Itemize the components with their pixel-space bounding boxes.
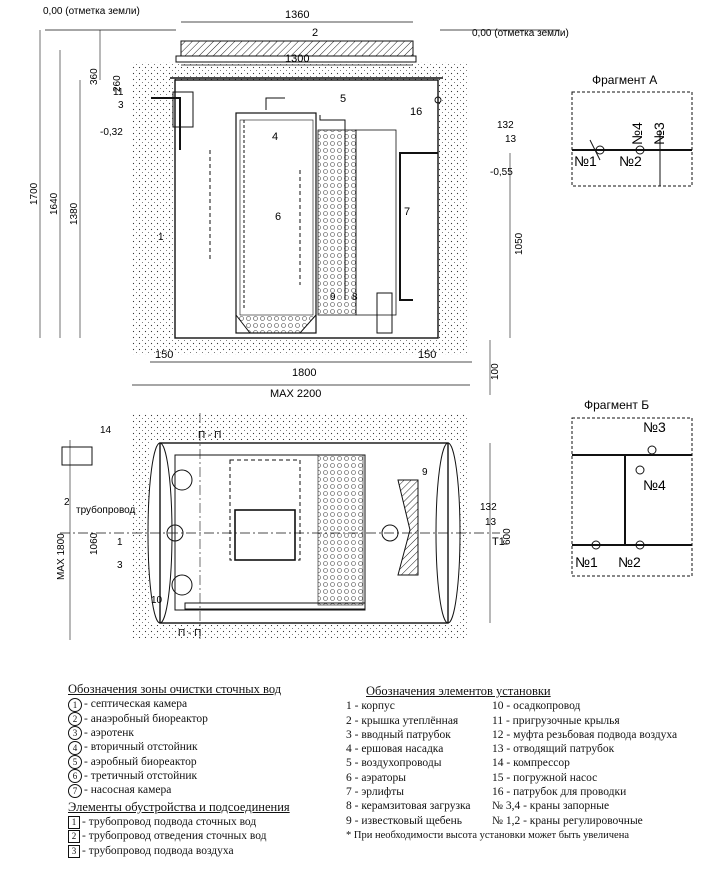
dim-1380: 1380 (69, 202, 80, 225)
zone-item: 1- септическая камера (68, 697, 328, 712)
connection-item: 2- трубопровод отведения сточных вод (68, 829, 328, 844)
element-item: 9 - известковый щебень (346, 814, 463, 827)
plan-t1: Т1 (492, 536, 505, 548)
label-16: 16 (410, 106, 422, 118)
footnote: * При необходимости высота установки мож… (346, 829, 629, 841)
label-13: 13 (505, 134, 517, 145)
element-item: 3 - вводный патрубок (346, 728, 451, 741)
fragment-b (571, 417, 693, 577)
element-item: № 3,4 - краны запорные (492, 800, 610, 813)
frag-a-n1: №1 (574, 153, 597, 169)
element-item: 6 - аэраторы (346, 771, 407, 784)
plan-label-1: 1 (117, 537, 123, 548)
connection-item: 1- трубопровод подвода сточных вод (68, 815, 328, 829)
dim-1300: 1300 (285, 53, 309, 65)
elements-legend-title: Обозначения элементов установки (366, 684, 551, 698)
plan-section-bottom: П - П (178, 628, 201, 639)
elements-col-1: 1 - корпус 2 - крышка утеплённая 3 - вво… (346, 699, 484, 828)
tank-body (174, 79, 439, 339)
element-item: 12 - муфта резьбовая подвода воздуха (492, 728, 678, 741)
element-item: 2 - крышка утеплённая (346, 714, 459, 727)
plan-max1800: MAX 1800 (56, 533, 67, 580)
plan-label-14: 14 (100, 425, 112, 436)
plan-dim-600: 600 (502, 528, 513, 545)
plan-view (60, 413, 500, 640)
dim-360: 360 (89, 68, 100, 85)
plan-label-3: 3 (117, 560, 123, 571)
frag-a-n3: №3 (651, 122, 667, 145)
technical-drawing: 0,00 (отметка земли) 0,00 (отметка земли… (29, 6, 693, 640)
element-item: 8 - керамзитовая загрузка (346, 800, 471, 813)
frag-a-n4: №4 (629, 122, 645, 145)
mark-032: -0,32 (100, 127, 123, 138)
fragment-a-title: Фрагмент А (592, 73, 657, 87)
frag-a-n2: №2 (619, 153, 642, 169)
dim-max2200: MAX 2200 (270, 388, 321, 400)
label-2: 2 (312, 27, 318, 39)
plan-dim-1060: 1060 (89, 532, 100, 555)
frag-b-n1: №1 (575, 554, 598, 570)
element-item: 1 - корпус (346, 700, 395, 713)
dim-1360: 1360 (285, 9, 309, 21)
dim-150-left: 150 (155, 349, 173, 361)
label-6: 6 (275, 211, 281, 223)
label-1-elev: 1 (158, 232, 164, 243)
fragment-a (571, 91, 693, 187)
zones-legend: Обозначения зоны очистки сточных вод 1- … (68, 682, 328, 858)
connections-legend-title: Элементы обустройства и подсоединения (68, 799, 290, 814)
fragment-b-title: Фрагмент Б (584, 398, 649, 412)
element-item: № 1,2 - краны регулировочные (492, 814, 643, 827)
dim-1050: 1050 (514, 232, 525, 255)
element-item: 7 - эрлифты (346, 786, 404, 799)
label-11: 11 (113, 87, 124, 98)
label-3-left: 3 (118, 100, 124, 111)
elements-legend: Обозначения элементов установки 1 - корп… (346, 684, 706, 843)
connection-item: 3- трубопровод подвода воздуха (68, 844, 328, 858)
plan-dim-132: 132 (480, 502, 497, 513)
element-item: 13 - отводящий патрубок (492, 743, 615, 756)
dim-1800: 1800 (292, 367, 316, 379)
plan-label-2: 2 (64, 497, 70, 508)
plan-section-top: П - П (198, 430, 221, 441)
zone-item: 6- третичный отстойник (68, 769, 328, 784)
zones-legend-title: Обозначения зоны очистки сточных вод (68, 682, 282, 696)
label-4: 4 (272, 131, 278, 143)
plan-label-10: 10 (151, 595, 163, 606)
element-item: 15 - погружной насос (492, 771, 598, 784)
ground-mark-left: 0,00 (отметка земли) (43, 6, 140, 17)
plan-label-9: 9 (422, 467, 428, 478)
ground-mark-right: 0,00 (отметка земли) (472, 28, 569, 39)
dim-1700: 1700 (29, 182, 40, 205)
zone-item: 5- аэробный биореактор (68, 755, 328, 770)
elevation-view (39, 21, 560, 395)
frag-b-n2: №2 (618, 554, 641, 570)
zone-item: 2- анаэробный биореактор (68, 712, 328, 727)
label-5: 5 (340, 93, 346, 105)
element-item: 10 - осадкопровод (492, 700, 581, 713)
label-9: 9 (330, 292, 336, 303)
zone-item: 3- аэротенк (68, 726, 328, 741)
dim-132: 132 (497, 120, 514, 131)
element-item: 5 - воздухопроводы (346, 757, 442, 770)
elements-col-2: 10 - осадкопровод 11 - пригрузочные крыл… (492, 699, 677, 828)
dim-100-right: 100 (490, 363, 501, 380)
element-item: 11 - пригрузочные крылья (492, 714, 620, 727)
plan-truba: трубопровод (76, 504, 136, 516)
plan-label-13: 13 (485, 517, 497, 528)
dim-1640: 1640 (49, 192, 60, 215)
label-8: 8 (352, 292, 358, 303)
element-item: 4 - ершовая насадка (346, 743, 444, 756)
element-item: 16 - патрубок для проводки (492, 786, 627, 799)
zone-item: 4- вторичный отстойник (68, 740, 328, 755)
label-7: 7 (404, 206, 410, 218)
frag-b-n4: №4 (643, 477, 666, 493)
frag-b-n3: №3 (643, 419, 666, 435)
dim-150-right: 150 (418, 349, 436, 361)
mark-055: -0,55 (490, 167, 513, 178)
element-item: 14 - компрессор (492, 757, 570, 770)
zone-item: 7- насосная камера (68, 783, 328, 798)
dim-260: 260 (112, 75, 123, 92)
